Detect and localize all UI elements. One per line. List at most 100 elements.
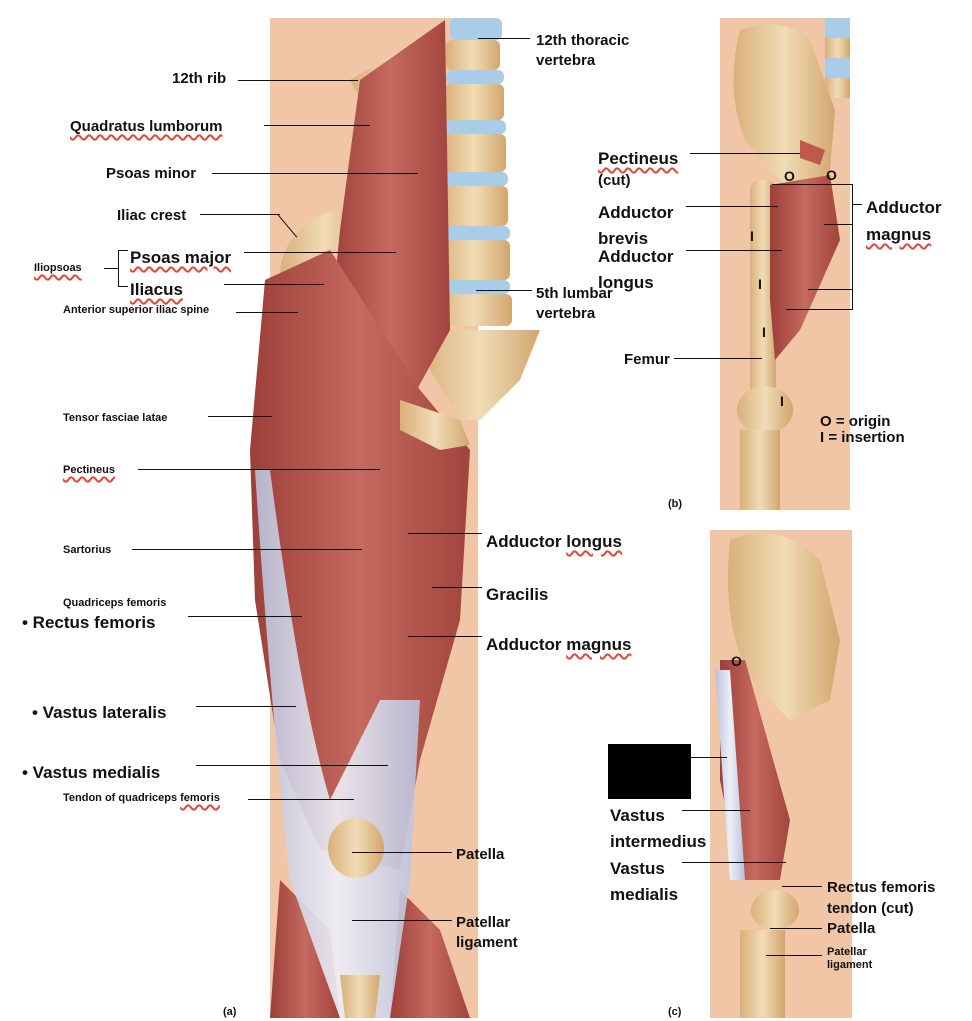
- bracket-b-bottom: [786, 309, 852, 310]
- leader-c-redacted: [691, 757, 727, 758]
- leader-iliacus: [224, 284, 324, 285]
- knee-tendons: [255, 470, 420, 1018]
- leader-patellar-ligament: [352, 920, 452, 921]
- leader-vastus-lateralis: [196, 706, 296, 707]
- label-b-adductor-brevis-1: Adductor: [598, 203, 674, 222]
- label-12th-thoracic: 12th thoracic: [536, 32, 630, 49]
- label-rectus-femoris: • Rectus femoris: [22, 613, 156, 632]
- leader-b-adductor-longus: [686, 250, 782, 251]
- leader-tendon-quadriceps: [248, 799, 354, 800]
- leader-c-rf-tendon: [782, 886, 822, 887]
- mark-b-origin-2: O: [826, 167, 837, 183]
- leader-12th-rib: [238, 80, 358, 81]
- label-patella: Patella: [456, 846, 505, 863]
- leader-pectineus: [138, 469, 380, 470]
- panel-b-tibia: [740, 430, 780, 510]
- label-patellar: Patellar: [456, 914, 511, 931]
- bracket-b-mid1: [824, 224, 852, 225]
- label-tensor-fasciae-latae: Tensor fasciae latae: [63, 412, 168, 424]
- leader-patella: [352, 852, 452, 853]
- label-b-femur: Femur: [624, 351, 670, 368]
- label-b-adductor-longus-1: Adductor: [598, 247, 674, 266]
- lower-leg-muscles-2: [390, 890, 470, 1018]
- mark-b-insertion-4: I: [780, 393, 784, 409]
- leader-c-vastus-intermedius: [682, 810, 750, 811]
- leader-psoas-minor: [212, 173, 418, 174]
- label-psoas-major: Psoas major: [130, 248, 232, 267]
- label-quadratus-lumborum: Quadratus lumborum: [70, 118, 223, 135]
- panel-c-tibia: [740, 930, 785, 1018]
- label-c-rectus-femoris-tendon-1: Rectus femoris: [827, 879, 936, 896]
- leader-sartorius: [132, 549, 362, 550]
- panel-b-adductors: [770, 175, 840, 360]
- label-vastus-lateralis: • Vastus lateralis: [32, 703, 167, 722]
- label-adductor-longus: Adductor longus: [486, 532, 622, 551]
- bracket-b-adductor-magnus: [852, 184, 853, 310]
- label-b-adductor-brevis-2: brevis: [598, 229, 649, 248]
- label-tendon-quadriceps-femoris: Tendon of quadriceps femoris: [63, 792, 220, 804]
- leader-b-femur: [674, 358, 762, 359]
- leader-asis: [236, 312, 298, 313]
- label-gracilis: Gracilis: [486, 585, 549, 604]
- patella-bone: [328, 818, 384, 878]
- bracket-b-top: [772, 184, 852, 185]
- label-c-patella: Patella: [827, 920, 876, 937]
- panel-b-femur: [750, 180, 776, 400]
- label-b-adductor-longus-2: longus: [598, 273, 654, 292]
- mark-b-origin-1: O: [784, 168, 795, 184]
- panel-b-spine: [825, 18, 850, 98]
- bracket-b-tick: [852, 204, 862, 205]
- panel-a-letter: (a): [223, 1006, 237, 1018]
- label-iliopsoas: Iliopsoas: [34, 262, 82, 274]
- leader-b-pectineus: [690, 153, 800, 154]
- label-origin-key: O = origin: [820, 413, 891, 430]
- label-b-adductor-magnus-2: magnus: [866, 225, 932, 244]
- label-b-pectineus: Pectineus: [598, 149, 679, 168]
- label-c-vastus-intermedius-2: intermedius: [610, 832, 707, 851]
- label-insertion-key: I = insertion: [820, 429, 905, 446]
- label-quadriceps-femoris: Quadriceps femoris: [63, 597, 167, 609]
- label-sartorius: Sartorius: [63, 544, 112, 556]
- label-iliac-crest: Iliac crest: [117, 207, 187, 224]
- panel-c-tendon: [715, 670, 745, 880]
- mark-c-origin: O: [731, 653, 742, 669]
- leader-tensor: [208, 416, 272, 417]
- panel-b-knee: [737, 386, 793, 434]
- label-c-vastus-medialis-1: Vastus: [610, 859, 665, 878]
- label-c-rectus-femoris-tendon-2: tendon (cut): [827, 900, 914, 917]
- label-12th-thoracic-vertebra: vertebra: [536, 52, 596, 69]
- leader-iliac-crest: [200, 214, 280, 215]
- label-iliacus: Iliacus: [130, 280, 183, 299]
- panel-b-pectineus-cut: [800, 140, 825, 165]
- label-b-cut: (cut): [598, 172, 631, 189]
- label-5th-lumbar: 5th lumbar: [536, 285, 613, 302]
- pubis-bone: [400, 400, 470, 450]
- label-pectineus: Pectineus: [63, 464, 115, 476]
- label-c-patellar-ligament: ligament: [827, 959, 873, 971]
- leader-vastus-medialis: [196, 765, 388, 766]
- mark-b-insertion-3: I: [762, 324, 766, 340]
- leader-12th-thoracic: [478, 38, 530, 39]
- leader-c-patella: [770, 928, 822, 929]
- label-anterior-superior-iliac-spine: Anterior superior iliac spine: [63, 304, 210, 316]
- label-5th-lumbar-vertebra: vertebra: [536, 305, 596, 322]
- leader-adductor-longus: [408, 533, 482, 534]
- label-psoas-minor: Psoas minor: [106, 165, 197, 182]
- tibia-top: [340, 975, 380, 1018]
- bracket-iliopsoas-bottom: [118, 286, 128, 287]
- leader-iliopsoas: [104, 268, 118, 269]
- panel-c-pelvis: [728, 533, 840, 720]
- leader-quadratus: [264, 125, 370, 126]
- leader-b-adductor-brevis: [686, 206, 778, 207]
- bracket-iliopsoas-top: [118, 250, 128, 251]
- label-b-adductor-magnus-1: Adductor: [866, 198, 942, 217]
- mark-b-insertion-2: I: [758, 276, 762, 292]
- label-vastus-medialis: • Vastus medialis: [22, 763, 161, 782]
- leader-c-vastus-medialis: [682, 862, 786, 863]
- label-c-vastus-intermedius-1: Vastus: [610, 806, 665, 825]
- panel-b-letter: (b): [668, 498, 683, 510]
- redacted-label-box: [608, 744, 691, 799]
- leader-gracilis: [432, 587, 482, 588]
